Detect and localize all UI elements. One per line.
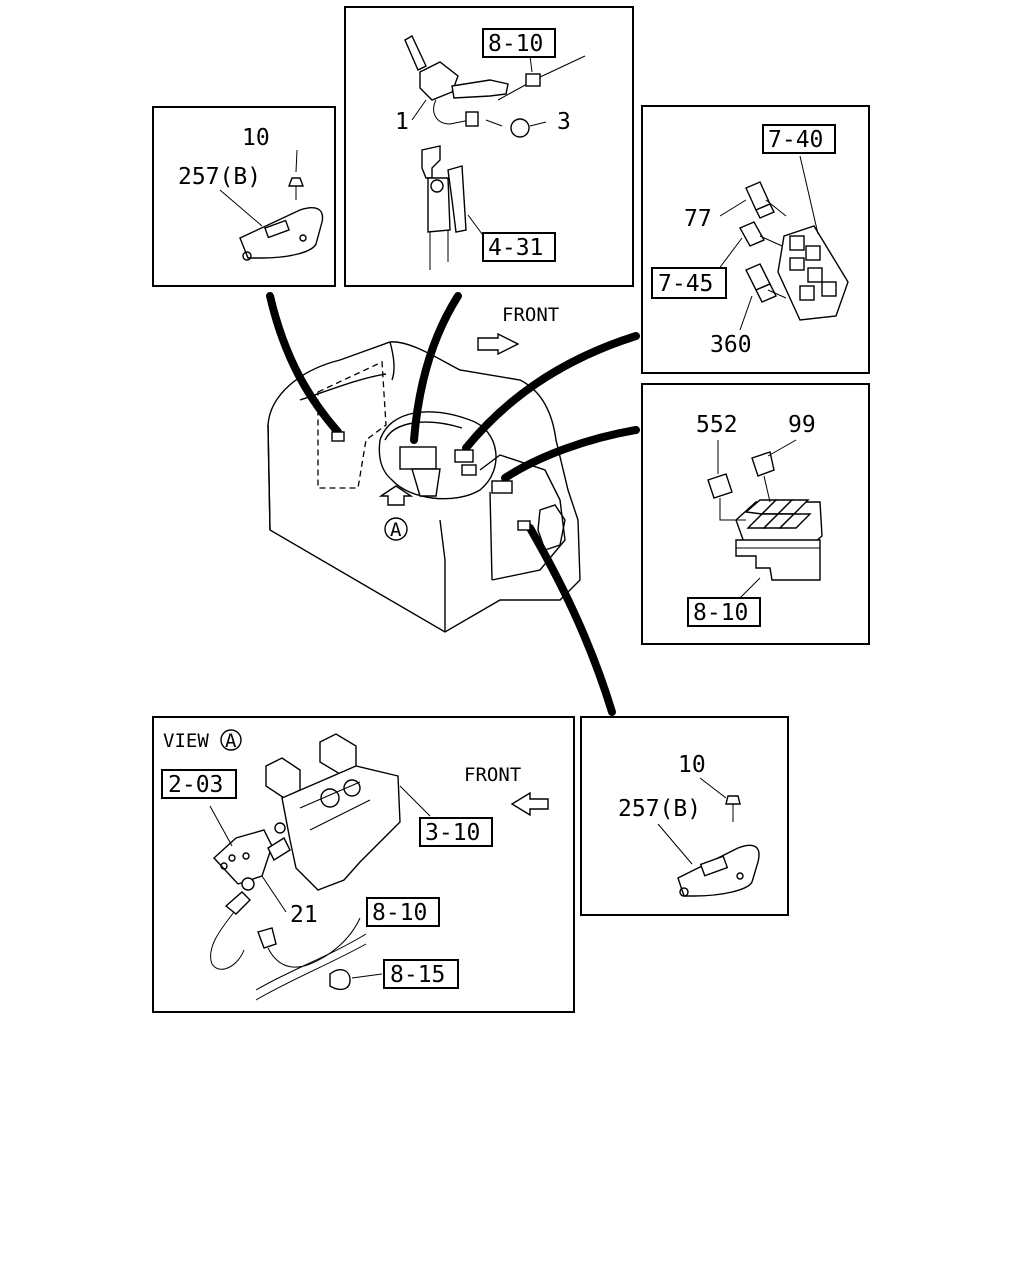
ref-8-10-top: 8-10 — [488, 31, 543, 57]
callout-1: 1 — [395, 109, 409, 135]
ref-box-7-40 — [762, 124, 836, 154]
view-a-marker: A — [225, 730, 237, 752]
ref-box-8-15 — [383, 959, 459, 989]
view-a-title: VIEW — [163, 730, 209, 752]
front-label: FRONT — [502, 304, 559, 326]
ref-box-2-03 — [161, 769, 237, 799]
callout-99: 99 — [788, 412, 816, 438]
ref-box-7-45 — [651, 267, 727, 299]
ref-box-8-10-top — [482, 28, 556, 58]
view-a-front-label: FRONT — [464, 764, 521, 786]
callout-257b-bottom: 257(B) — [618, 796, 701, 822]
view-marker-label: A — [390, 519, 402, 541]
ref-4-31: 4-31 — [488, 235, 543, 261]
front-arrow-icon — [477, 332, 520, 356]
callout-257b: 257(B) — [178, 164, 261, 190]
dashboard-illustration — [267, 332, 581, 633]
ref-7-40: 7-40 — [768, 127, 823, 153]
callout-77: 77 — [684, 206, 712, 232]
ref-3-10: 3-10 — [425, 820, 480, 846]
view-a-marker-circle — [220, 729, 242, 751]
ref-8-10-view: 8-10 — [372, 900, 427, 926]
view-arrow-icon — [378, 485, 414, 506]
callout-10: 10 — [242, 125, 270, 151]
callout-360: 360 — [710, 332, 752, 358]
ref-box-4-31 — [482, 232, 556, 262]
ref-8-15: 8-15 — [390, 962, 445, 988]
callout-21: 21 — [290, 902, 318, 928]
combination-switch-illustration — [404, 35, 586, 270]
window-switch-illustration-2 — [657, 777, 760, 897]
callout-10-bottom: 10 — [678, 752, 706, 778]
ref-box-3-10 — [419, 817, 493, 847]
bracket-illustration — [209, 733, 549, 1001]
ref-box-8-10-mid — [687, 597, 761, 627]
ref-8-10-mid: 8-10 — [693, 600, 748, 626]
window-switch-illustration — [219, 149, 324, 261]
leader-lines — [266, 292, 640, 716]
view-a-front-arrow-icon — [510, 791, 549, 817]
callout-3: 3 — [557, 109, 571, 135]
view-marker-circle — [384, 517, 408, 541]
ref-box-8-10-view — [366, 897, 440, 927]
fuse-box-illustration — [707, 439, 823, 601]
panel-top-left — [152, 106, 336, 287]
ref-2-03: 2-03 — [168, 772, 223, 798]
relay-panel-illustration — [717, 155, 849, 331]
ref-7-45: 7-45 — [658, 271, 713, 297]
callout-552: 552 — [696, 412, 738, 438]
